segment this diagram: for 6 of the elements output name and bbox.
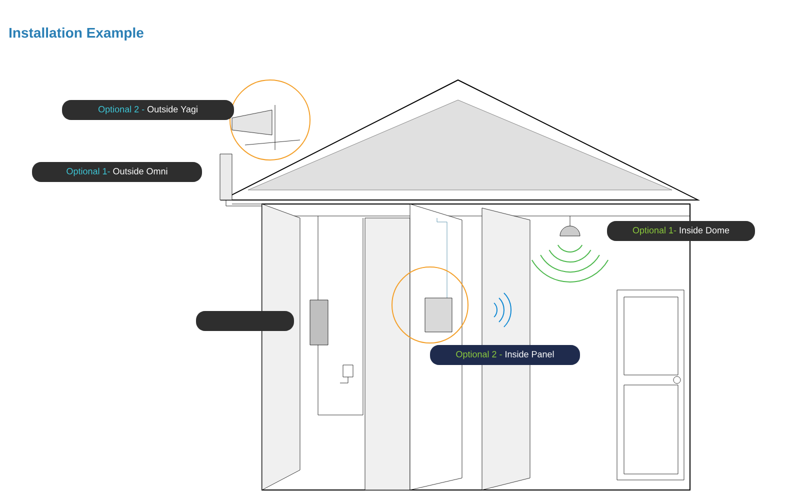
title: Installation Example	[9, 27, 144, 40]
callout-label: Optional 1- Outside Omni	[32, 162, 202, 182]
callout-label	[196, 310, 294, 331]
callout-label: Optional 2 - Inside Panel	[430, 344, 580, 365]
callout-label: Optional 1- Inside Dome	[607, 221, 755, 241]
callout-label: Optional 2 - Outside Yagi	[62, 100, 234, 120]
